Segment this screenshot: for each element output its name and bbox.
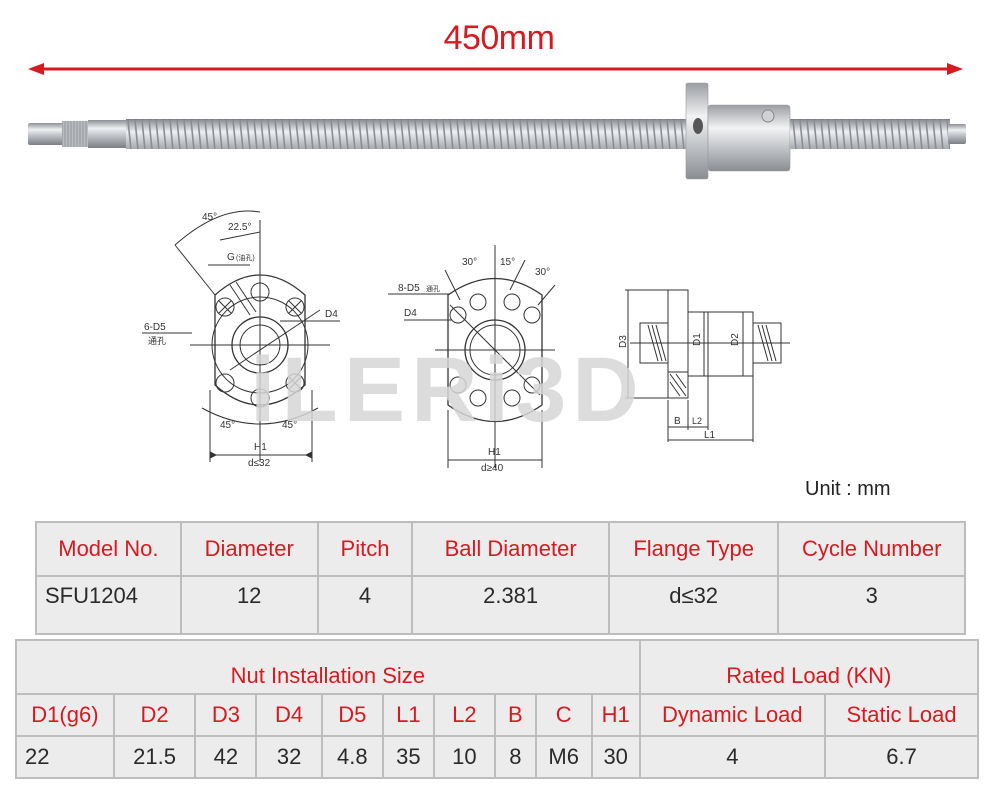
svg-text:d≤32: d≤32 [248,458,271,469]
flange-drawing-d32: 45° 22.5° G (油孔) 6-D5 通孔 D4 45° 45° H1 d… [142,210,340,469]
value-dynamic-load: 4 [638,735,827,779]
technical-drawings: 45° 22.5° G (油孔) 6-D5 通孔 D4 45° 45° H1 d… [142,210,790,474]
spec-value-row: SFU1204 12 4 2.381 d≤32 3 [35,575,966,635]
svg-text:通孔: 通孔 [426,284,440,293]
svg-text:L1: L1 [704,430,716,441]
value-d4: 32 [255,735,323,779]
header-flange-type: Flange Type [607,521,780,577]
group-rated-load: Rated Load (KN) [638,639,980,695]
header-d3: D3 [194,693,258,737]
svg-text:45°: 45° [282,420,297,431]
svg-text:B: B [674,416,681,427]
svg-text:30°: 30° [462,257,477,268]
spec-header-row: Model No. Diameter Pitch Ball Diameter F… [35,521,966,577]
value-flange-type: d≤32 [607,575,780,635]
value-l2: 10 [432,735,496,779]
header-l2: L2 [432,693,496,737]
svg-text:D1: D1 [692,333,703,346]
header-d1: D1(g6) [15,693,115,737]
value-ball-diameter: 2.381 [411,575,610,635]
header-l1: L1 [381,693,435,737]
svg-text:(油孔): (油孔) [236,253,255,262]
value-d2: 21.5 [112,735,197,779]
svg-text:L2: L2 [692,416,702,426]
svg-text:d≥40: d≥40 [481,463,504,474]
header-d4: D4 [255,693,323,737]
svg-text:D4: D4 [325,309,338,320]
watermark-logo: iLERi3D [250,339,645,441]
value-cycle-number: 3 [777,575,966,635]
value-d1: 22 [15,735,115,779]
value-diameter: 12 [179,575,319,635]
svg-text:45°: 45° [202,212,217,223]
svg-text:G: G [227,252,235,263]
flange-drawing-d40: 30° 15° 30° 8-D5 通孔 D4 H1 d≥40 [388,245,556,474]
length-label: 450mm [443,19,555,57]
value-pitch: 4 [316,575,414,635]
svg-text:22.5°: 22.5° [228,222,251,233]
svg-text:D4: D4 [404,308,417,319]
length-dimension-arrow [28,63,963,75]
header-c: C [534,693,593,737]
header-dynamic-load: Dynamic Load [638,693,827,737]
group-nut-installation-size: Nut Installation Size [15,639,641,695]
header-b: B [493,693,537,737]
group-header-row: Nut Installation Size Rated Load (KN) [15,639,980,695]
value-h1: 30 [590,735,641,779]
ball-screw-image [28,82,966,180]
header-d5: D5 [320,693,384,737]
value-l1: 35 [381,735,435,779]
header-ball-diameter: Ball Diameter [411,521,610,577]
svg-text:H1: H1 [254,442,267,453]
nut-value-row: 22 21.5 42 32 4.8 35 10 8 M6 30 4 6.7 [15,735,979,779]
svg-text:通孔: 通孔 [148,336,166,346]
svg-text:H1: H1 [488,447,501,458]
svg-text:6-D5: 6-D5 [144,322,166,333]
header-pitch: Pitch [316,521,414,577]
value-b: 8 [493,735,537,779]
unit-label: Unit : mm [805,478,891,500]
value-d5: 4.8 [320,735,384,779]
svg-text:D3: D3 [618,335,629,348]
header-h1: H1 [590,693,641,737]
value-model-no: SFU1204 [35,575,182,635]
header-d2: D2 [112,693,197,737]
header-model-no: Model No. [35,521,182,577]
spec-table: Model No. Diameter Pitch Ball Diameter F… [35,521,966,635]
svg-text:15°: 15° [500,257,515,268]
svg-text:D2: D2 [730,333,741,346]
header-diameter: Diameter [179,521,319,577]
nut-side-view-drawing: D3 D1 D2 B L2 L1 [618,289,790,442]
svg-text:45°: 45° [220,420,235,431]
value-c: M6 [534,735,593,779]
svg-text:8-D5: 8-D5 [398,283,420,294]
header-static-load: Static Load [824,693,979,737]
svg-text:30°: 30° [535,267,550,278]
nut-header-row: D1(g6) D2 D3 D4 D5 L1 L2 B C H1 Dynamic … [15,693,979,737]
header-cycle-number: Cycle Number [777,521,966,577]
value-static-load: 6.7 [824,735,979,779]
value-d3: 42 [194,735,258,779]
nut-installation-table: Nut Installation Size Rated Load (KN) D1… [15,639,980,779]
